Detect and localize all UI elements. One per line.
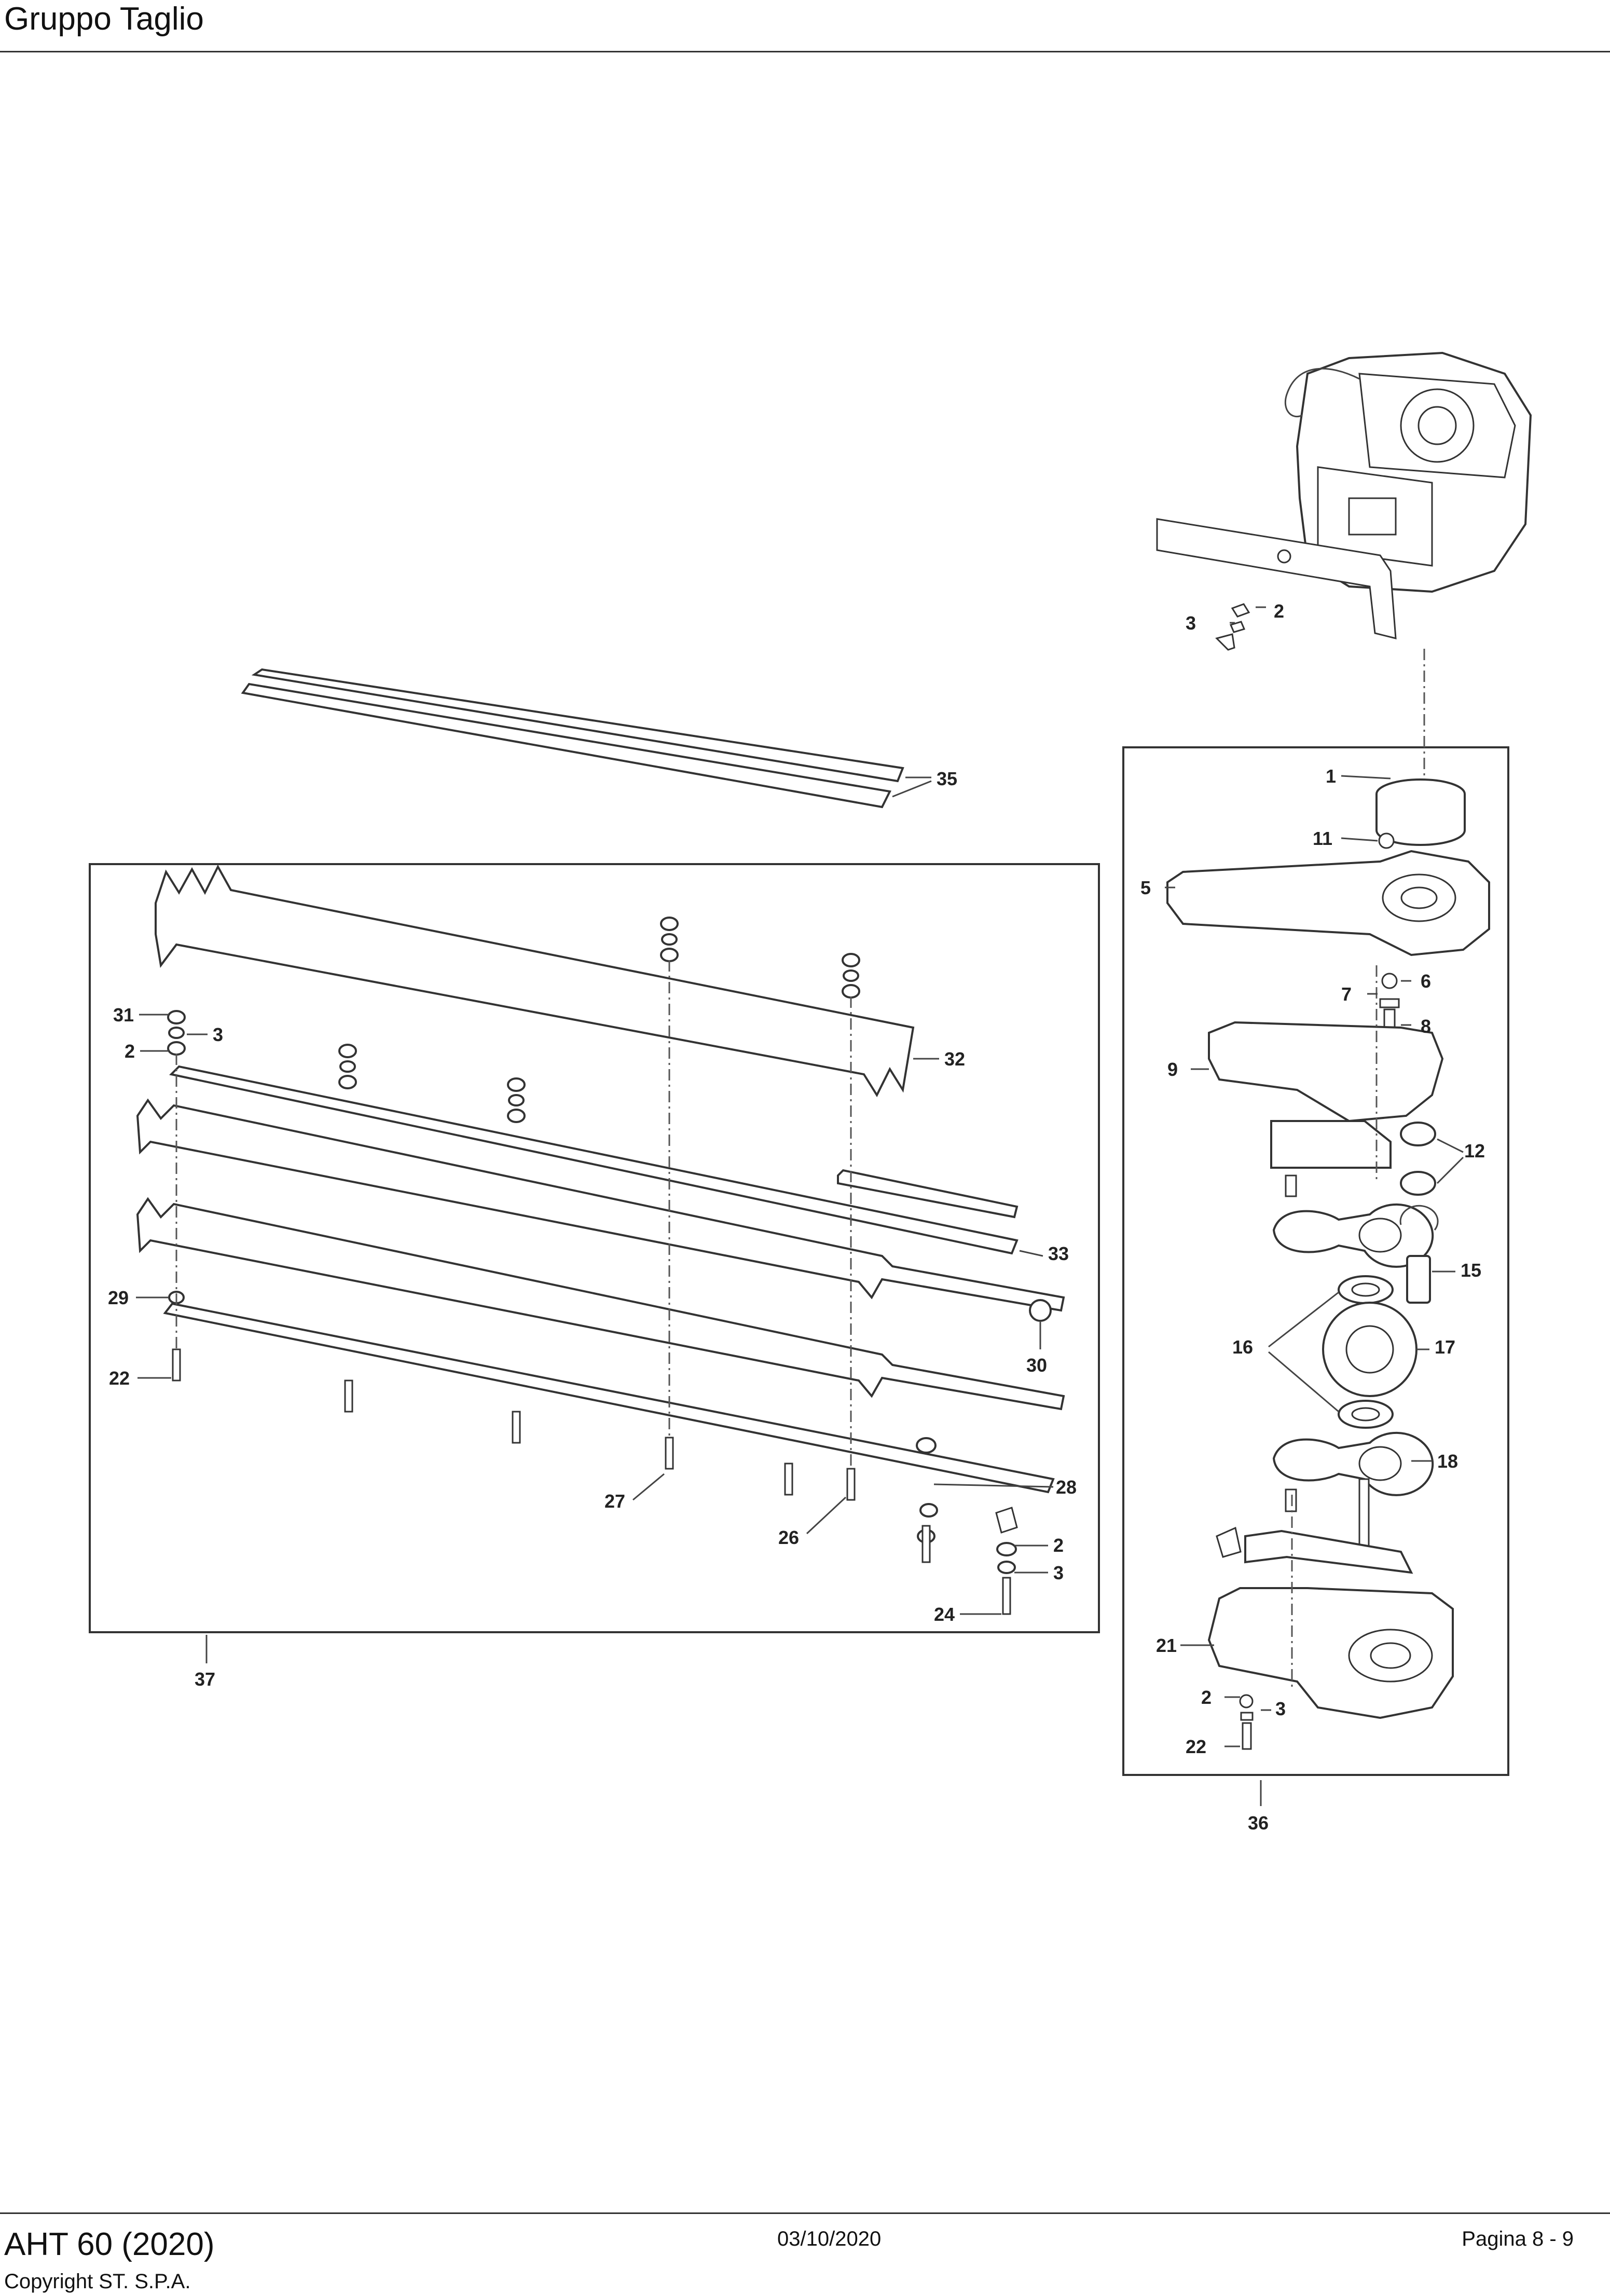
footer-copyright: Copyright ST. S.P.A.	[4, 2270, 191, 2293]
callout-11: 11	[1313, 828, 1332, 849]
callout-33: 33	[1048, 1243, 1069, 1264]
footer-model: AHT 60 (2020)	[4, 2226, 215, 2262]
callout-22-left: 22	[109, 1368, 130, 1389]
callout-1: 1	[1326, 766, 1336, 787]
callout-12: 12	[1464, 1140, 1485, 1161]
callout-28: 28	[1056, 1477, 1077, 1498]
gear-housing-parts	[1166, 778, 1490, 1750]
callout-2: 2	[1274, 600, 1284, 622]
callout-8: 8	[1421, 1016, 1431, 1037]
callout-31: 31	[113, 1004, 134, 1026]
gear-housing-frame	[1122, 746, 1509, 1776]
footer-page-number: Pagina 8 - 9	[1462, 2227, 1574, 2250]
header-divider	[0, 51, 1610, 52]
callout-3-bottom: 3	[1053, 1562, 1064, 1583]
footer-divider	[0, 2212, 1610, 2214]
callout-3-lower-right: 3	[1275, 1698, 1286, 1719]
callout-32: 32	[944, 1048, 965, 1070]
callout-17: 17	[1435, 1336, 1455, 1358]
callout-labels: 1 2 3 11 5 6 7 8 9 12 15 16 17 18 21 2 3…	[108, 600, 1485, 1834]
blade-assembly-parts	[136, 864, 1065, 1615]
callout-30: 30	[1026, 1355, 1047, 1376]
callout-35: 35	[937, 768, 957, 789]
callout-3-left: 3	[213, 1024, 223, 1045]
callout-15: 15	[1461, 1260, 1481, 1281]
blade-assembly-frame	[89, 863, 1100, 1633]
callout-27: 27	[604, 1491, 625, 1512]
callout-3: 3	[1186, 612, 1196, 634]
callout-21: 21	[1156, 1635, 1177, 1656]
callout-37: 37	[195, 1669, 215, 1690]
callout-9: 9	[1167, 1059, 1178, 1080]
blade-guide-bars	[241, 668, 904, 809]
assembly-axis-lines	[175, 960, 1378, 1687]
engine-unit	[1156, 351, 1532, 651]
page-title: Gruppo Taglio	[4, 1, 204, 37]
callout-22-lower-right: 22	[1186, 1736, 1206, 1757]
callout-leaders	[136, 606, 1464, 1806]
callout-7: 7	[1341, 983, 1352, 1005]
callout-2-left: 2	[125, 1041, 135, 1062]
callout-2-bottom: 2	[1053, 1535, 1064, 1556]
callout-18: 18	[1437, 1451, 1458, 1472]
callout-5: 5	[1140, 877, 1151, 898]
footer-date: 03/10/2020	[777, 2227, 882, 2250]
callout-2-lower-right: 2	[1201, 1687, 1212, 1708]
callout-26: 26	[778, 1527, 799, 1548]
callout-6: 6	[1421, 971, 1431, 992]
callout-36: 36	[1248, 1812, 1269, 1834]
callout-16: 16	[1232, 1336, 1253, 1358]
callout-29: 29	[108, 1287, 129, 1308]
callout-24: 24	[934, 1604, 955, 1625]
